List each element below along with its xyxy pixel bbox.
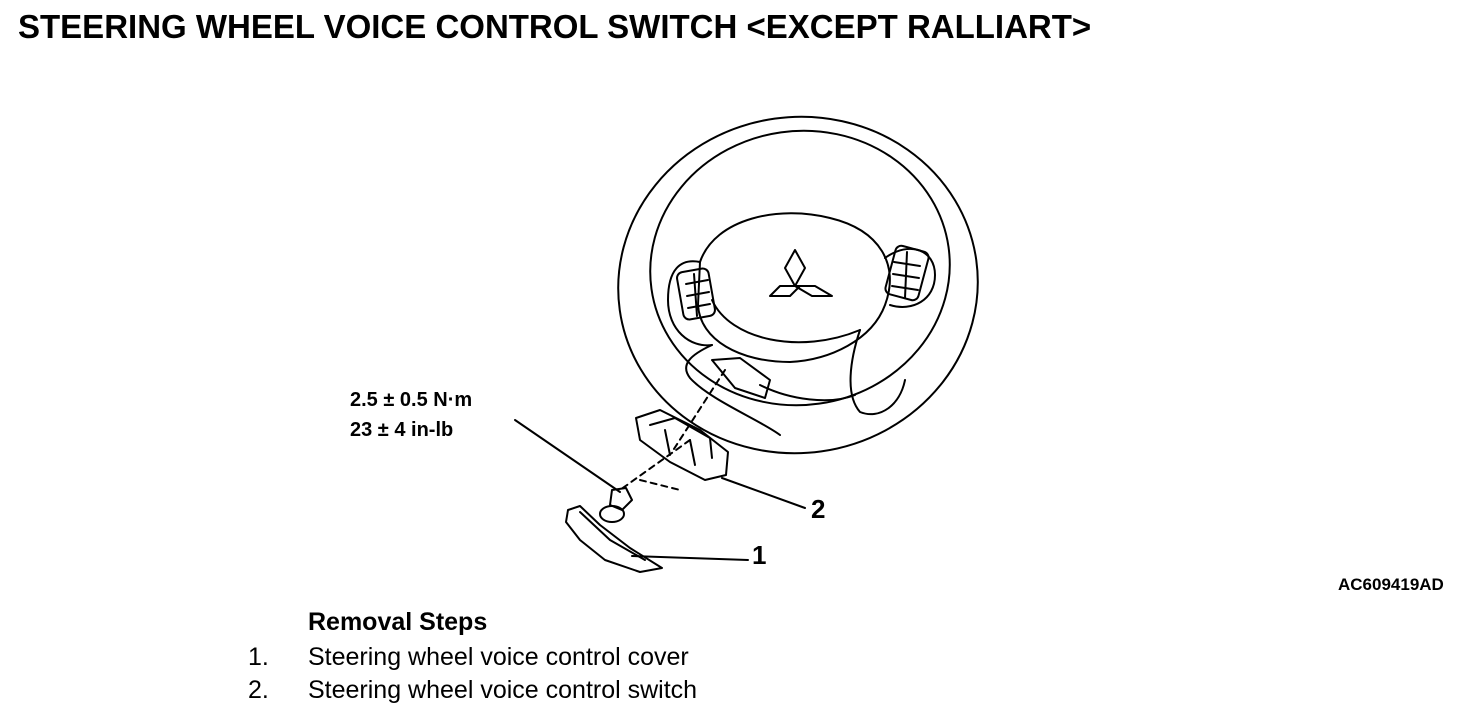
lower-left-spoke xyxy=(685,344,781,436)
wheel-rim-inner xyxy=(649,129,951,407)
leader-callout-1 xyxy=(631,555,749,561)
torque-imperial: 23 ± 4 in-lb xyxy=(350,419,454,441)
left-switch-pad xyxy=(676,267,716,321)
removal-step: 1. Steering wheel voice control cover xyxy=(248,643,689,672)
page-title: STEERING WHEEL VOICE CONTROL SWITCH <EXC… xyxy=(18,8,1092,45)
step-number: 2. xyxy=(248,676,269,704)
callout-1: 1 xyxy=(752,540,767,570)
wheel-rim-outer xyxy=(617,115,979,455)
removal-step: 2. Steering wheel voice control switch xyxy=(248,676,697,705)
lower-right-spoke xyxy=(849,329,906,416)
step-text: Steering wheel voice control switch xyxy=(308,676,698,704)
right-switch-pad xyxy=(884,244,930,302)
right-spoke xyxy=(884,248,936,308)
torque-spec: 2.5 ± 0.5 N·m 23 ± 4 in-lb xyxy=(350,385,472,445)
emblem-icon xyxy=(784,249,806,287)
leader-torque xyxy=(514,419,621,493)
airbag-hub xyxy=(697,212,891,363)
removal-steps-heading: Removal Steps xyxy=(308,608,488,636)
screw-icon xyxy=(609,487,633,511)
step-number: 1. xyxy=(248,643,269,671)
torque-metric: 2.5 ± 0.5 N·m xyxy=(350,389,473,411)
leader-callout-2 xyxy=(721,477,806,509)
step-text: Steering wheel voice control cover xyxy=(308,643,689,671)
callout-2: 2 xyxy=(811,494,826,524)
figure-id: AC609419AD xyxy=(1338,575,1444,594)
left-spoke xyxy=(667,260,713,347)
voice-control-cover xyxy=(565,505,663,573)
voice-control-switch xyxy=(635,409,729,481)
